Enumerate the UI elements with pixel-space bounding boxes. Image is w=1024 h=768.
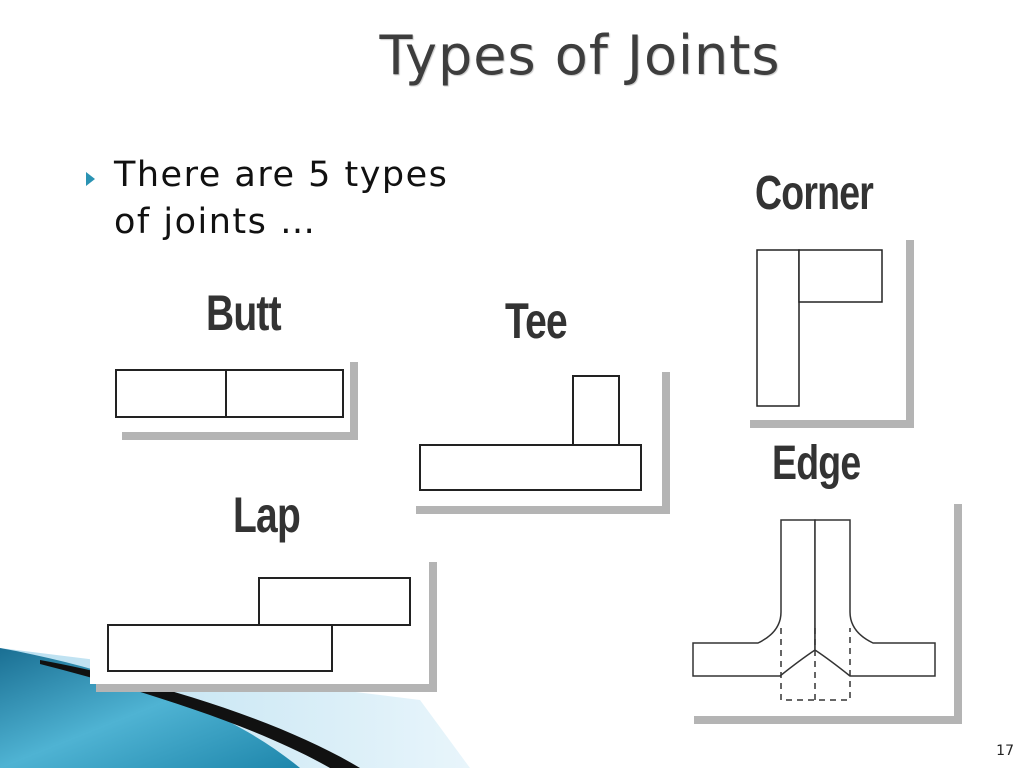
lap-plate-bottom xyxy=(107,624,333,672)
label-edge: Edge xyxy=(772,437,861,490)
corner-joint-drawing xyxy=(756,249,883,407)
swoosh-dark-line xyxy=(40,660,360,768)
corner-plate-horizontal xyxy=(798,249,883,303)
swoosh-blue-band xyxy=(0,648,300,768)
edge-hidden-lines xyxy=(780,628,851,701)
label-tee: Tee xyxy=(505,293,568,349)
label-corner: Corner xyxy=(755,167,874,220)
tee-plate-vertical xyxy=(572,375,620,446)
slide-title: Types of Joints xyxy=(379,24,781,87)
edge-plate-right xyxy=(814,519,936,677)
lap-plate-top xyxy=(258,577,411,626)
tee-plate-base xyxy=(419,444,642,491)
bullet-arrow-icon xyxy=(86,172,95,186)
tee-joint-drawing xyxy=(419,375,642,491)
corner-plate-vertical xyxy=(756,249,800,407)
edge-plate-left xyxy=(692,519,816,677)
label-butt: Butt xyxy=(206,285,282,341)
edge-joint-drawing xyxy=(692,519,936,701)
butt-joint-drawing xyxy=(115,369,344,418)
butt-plate-right xyxy=(225,369,344,418)
label-lap: Lap xyxy=(233,487,301,543)
page-number: 17 xyxy=(996,743,1014,759)
butt-plate-left xyxy=(115,369,227,418)
bullet-text: There are 5 types of joints … xyxy=(114,155,449,242)
lap-joint-drawing xyxy=(107,577,411,672)
